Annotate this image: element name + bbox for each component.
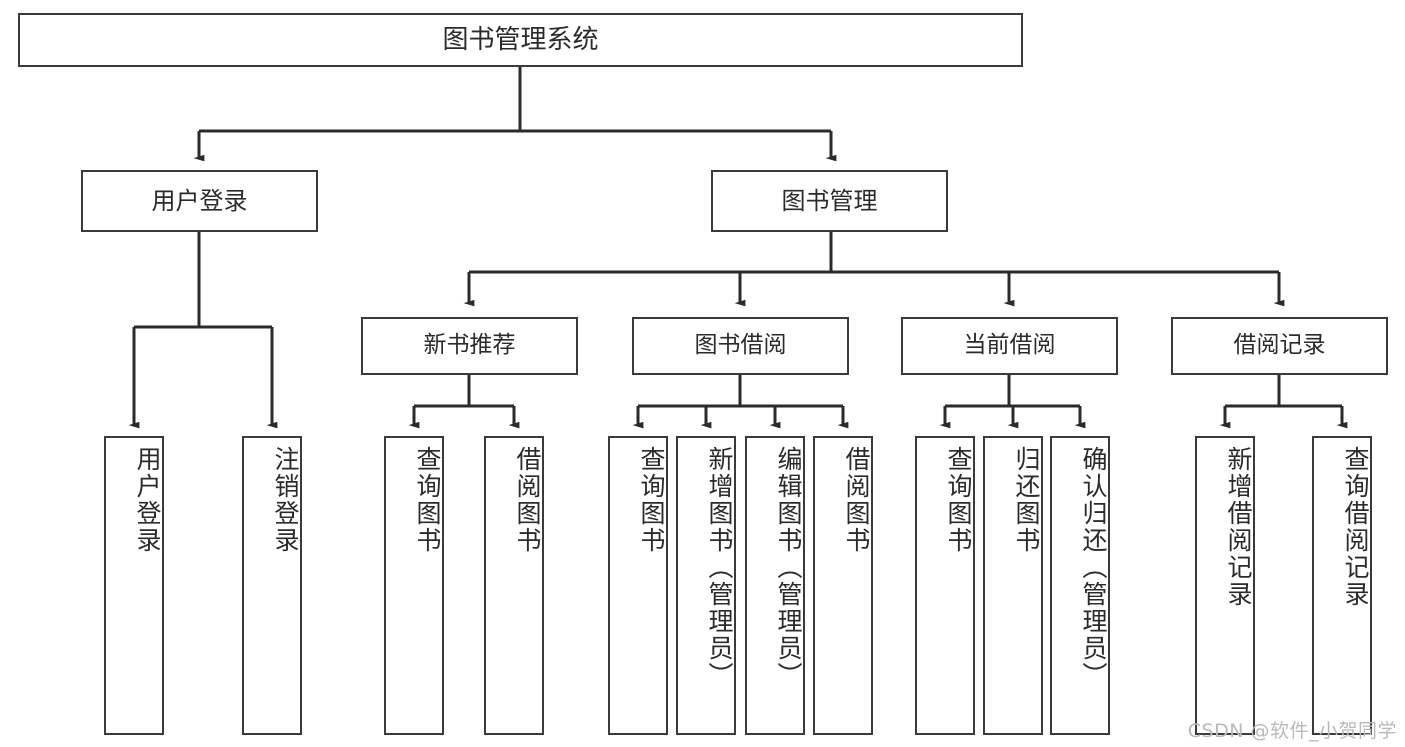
node-label: 确认归还（管理员）	[1079, 446, 1108, 689]
node-label: 归还图书	[1012, 446, 1041, 554]
node-label: 借阅图书	[513, 446, 542, 554]
leaf-current-query-book[interactable]: 查询图书	[915, 436, 975, 735]
node-label: 新书推荐	[423, 332, 516, 359]
node-label: 用户登录	[151, 186, 248, 215]
csdn-watermark: CSDN @软件_小贺同学	[1187, 720, 1397, 742]
node-label: 查询借阅记录	[1341, 446, 1370, 608]
leaf-record-add-record[interactable]: 新增借阅记录	[1195, 436, 1255, 735]
node-label: 编辑图书（管理员）	[774, 446, 803, 689]
leaf-borrow-query-book[interactable]: 查询图书	[608, 436, 668, 735]
node-current-borrow[interactable]: 当前借阅	[901, 317, 1118, 375]
leaf-new-book-borrow[interactable]: 借阅图书	[484, 436, 544, 735]
node-user-login[interactable]: 用户登录	[81, 170, 318, 232]
node-label: 用户登录	[133, 446, 162, 554]
leaf-borrow-edit-book[interactable]: 编辑图书（管理员）	[745, 436, 805, 735]
node-label: 借阅图书	[842, 446, 871, 554]
node-borrow-record[interactable]: 借阅记录	[1171, 317, 1388, 375]
node-label: 查询图书	[413, 446, 442, 554]
node-label: 查询图书	[637, 446, 666, 554]
node-label: 图书管理	[781, 186, 878, 215]
node-new-book-recommend[interactable]: 新书推荐	[361, 317, 578, 375]
leaf-new-book-query[interactable]: 查询图书	[384, 436, 444, 735]
node-book-management[interactable]: 图书管理	[711, 170, 948, 232]
leaf-current-return-book[interactable]: 归还图书	[983, 436, 1043, 735]
node-label: 借阅记录	[1233, 332, 1326, 359]
node-book-borrow[interactable]: 图书借阅	[632, 317, 849, 375]
node-label: 图书管理系统	[442, 24, 599, 55]
node-label: 注销登录	[271, 446, 300, 554]
node-root-system[interactable]: 图书管理系统	[18, 13, 1023, 67]
node-label: 查询图书	[944, 446, 973, 554]
leaf-user-login-login[interactable]: 用户登录	[104, 436, 164, 735]
leaf-current-confirm-return[interactable]: 确认归还（管理员）	[1050, 436, 1110, 735]
node-label: 图书借阅	[694, 332, 787, 359]
leaf-record-query-record[interactable]: 查询借阅记录	[1312, 436, 1372, 735]
leaf-borrow-borrow-book[interactable]: 借阅图书	[813, 436, 873, 735]
node-label: 新增图书（管理员）	[705, 446, 734, 689]
node-label: 当前借阅	[963, 332, 1056, 359]
leaf-user-login-logout[interactable]: 注销登录	[242, 436, 302, 735]
node-label: 新增借阅记录	[1224, 446, 1253, 608]
leaf-borrow-add-book[interactable]: 新增图书（管理员）	[676, 436, 736, 735]
